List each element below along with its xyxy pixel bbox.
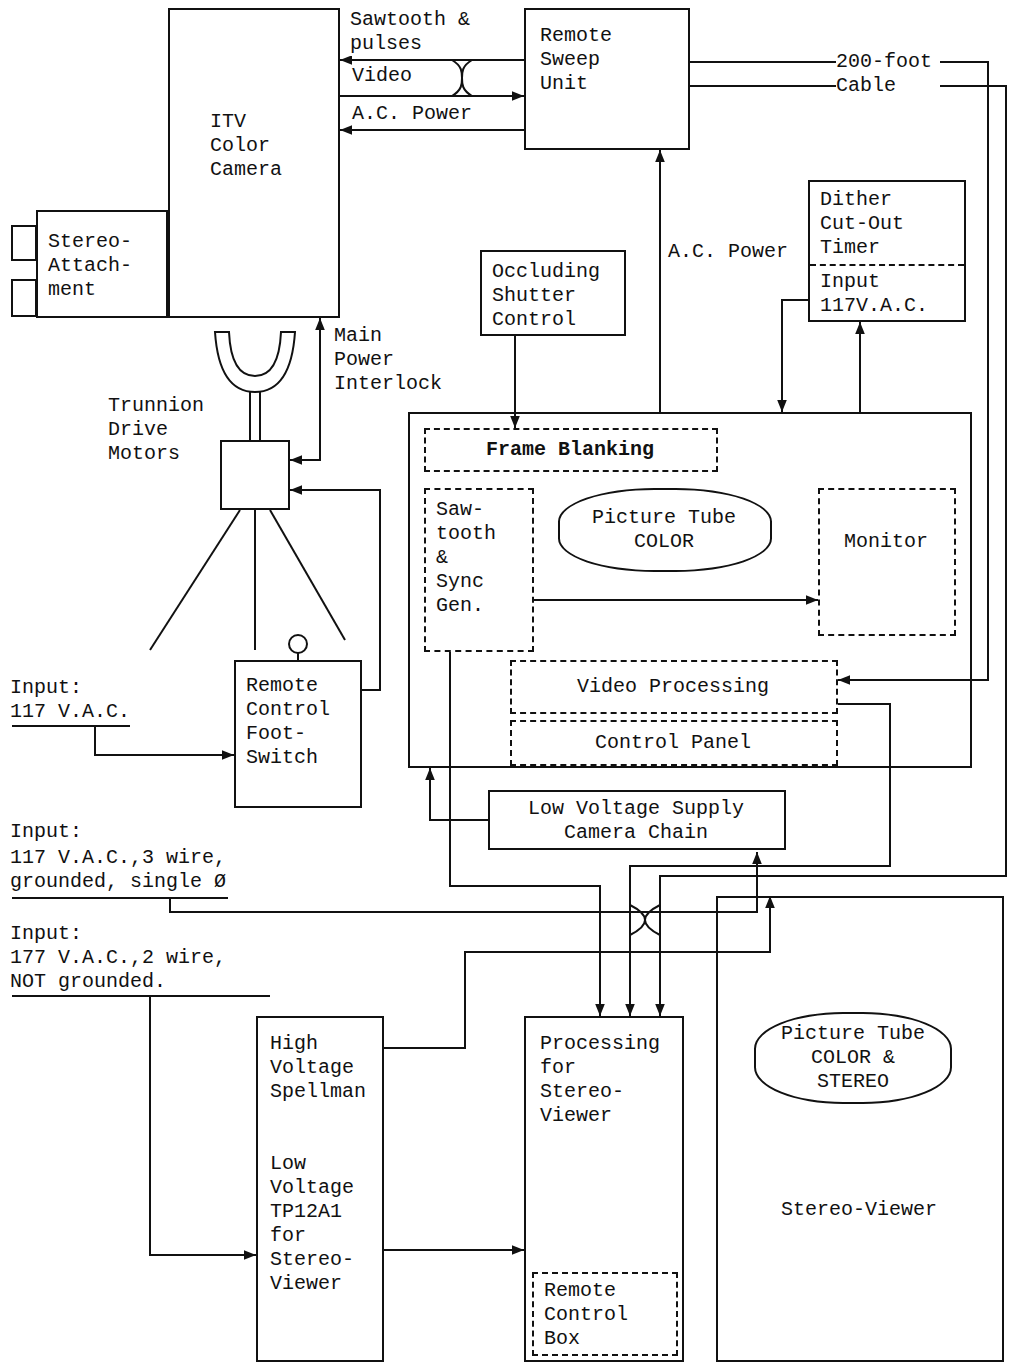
box-label: Remote Control Box [544, 1279, 644, 1351]
box-label: Dither Cut-Out Timer [820, 188, 920, 260]
box-note: Input 117V.A.C. [820, 270, 960, 318]
stereo-viewer-box: Stereo-Viewer Picture Tube COLOR & STEREO [716, 896, 1004, 1362]
line-label: A.C. Power [352, 102, 482, 126]
box-label: Low Voltage Supply Camera Chain [490, 797, 782, 845]
input-label: 177 V.A.C.,2 wire, NOT grounded. [10, 946, 250, 994]
box-label: Picture Tube COLOR [560, 506, 768, 554]
trunnion-box: Trunnion Drive Motors [220, 440, 290, 510]
power-wire [170, 852, 757, 912]
sweep-unit-box: Remote Sweep Unit [524, 8, 690, 150]
signal-line [514, 336, 516, 428]
box-label: Stereo-Viewer [718, 1198, 1000, 1222]
box-label: Occluding Shutter Control [492, 260, 616, 332]
box-label: Monitor [820, 530, 952, 554]
camera-cradle [215, 332, 295, 392]
tripod-leg [270, 510, 345, 640]
power-wire [95, 726, 234, 755]
box-label: ITV Color Camera [210, 110, 300, 182]
box-label: Control Panel [512, 731, 834, 755]
signal-line [384, 1249, 524, 1251]
dashed-section: Frame Blanking [424, 428, 718, 472]
box-label: Saw-tooth & Sync Gen. [436, 498, 506, 618]
stereo-lens [12, 226, 36, 260]
input-label: Input: [10, 676, 110, 700]
line-label: Sawtooth & pulses [350, 8, 480, 56]
picture-tube: Picture Tube COLOR & STEREO [754, 1012, 952, 1104]
dashed-section: Video Processing [510, 660, 838, 714]
box-label: Video Processing [512, 675, 834, 699]
dashed-section: Saw-tooth & Sync Gen. [424, 488, 534, 652]
box-label: Picture Tube COLOR & STEREO [773, 1022, 933, 1094]
signal-line [859, 322, 861, 412]
box-label: Processing for Stereo-Viewer [540, 1032, 670, 1128]
dashed-section: Remote Control Box [532, 1272, 678, 1356]
cradle-stem [249, 392, 251, 440]
signal-line [340, 129, 524, 131]
input-label: 117 V.A.C. [10, 700, 210, 724]
input-label: Input: [10, 922, 110, 946]
line-label: Video [352, 64, 432, 88]
input-underline [12, 995, 270, 997]
signal-line [430, 768, 488, 820]
signal-line [384, 896, 770, 1048]
foot-switch-knob [289, 635, 307, 653]
power-supply-box: High Voltage SpellmanLow Voltage TP12A1 … [256, 1016, 384, 1362]
input-underline [12, 725, 130, 727]
box-label: Trunnion Drive Motors [108, 394, 208, 466]
twisted-pair [645, 905, 660, 935]
box-label: Remote Control Foot-Switch [246, 674, 356, 770]
foot-switch-box: Remote Control Foot-Switch [234, 660, 362, 808]
input-label: 117 V.A.C.,3 wire, grounded, single Ø [10, 846, 250, 894]
box-note: Low Voltage TP12A1 for Stereo-Viewer [270, 1152, 380, 1296]
picture-tube: Picture Tube COLOR [558, 488, 772, 572]
line-label: 200-foot Cable [836, 50, 940, 98]
signal-line [782, 300, 808, 412]
processing-box: Processing for Stereo-ViewerRemote Contr… [524, 1016, 684, 1362]
line-label: Main Power Interlock [334, 324, 448, 396]
power-supply-box: Low Voltage Supply Camera Chain [488, 790, 786, 850]
signal-line [660, 86, 1006, 1016]
shutter-control-box: Occluding Shutter Control [480, 250, 626, 336]
monitor-chassis: Frame BlankingSaw-tooth & Sync Gen. Pictu… [408, 412, 972, 768]
box-label: High Voltage Spellman [270, 1032, 380, 1104]
stereo-attachment-box: Stereo- Attach- ment [36, 210, 168, 318]
signal-line [659, 150, 661, 412]
signal-line [690, 62, 988, 680]
foot-switch-stem [297, 653, 299, 660]
box-label: Remote Sweep Unit [540, 24, 640, 96]
twisted-pair [630, 905, 645, 935]
box-label: Stereo- Attach- ment [48, 230, 148, 302]
line-label: A.C. Power [668, 240, 798, 264]
twisted-pair [452, 60, 472, 96]
signal-line [340, 59, 524, 61]
camera-box: ITV Color Camera [168, 8, 340, 318]
signal-line [290, 318, 320, 460]
cradle-stem [259, 392, 261, 440]
dashed-divider [810, 264, 964, 266]
input-underline [12, 897, 228, 899]
input-label: Input: [10, 820, 110, 844]
tripod-leg [254, 510, 256, 650]
timer-box: Dither Cut-Out TimerInput 117V.A.C. [808, 180, 966, 322]
signal-line [534, 599, 818, 601]
dashed-section: Control Panel [510, 720, 838, 766]
stereo-lens [12, 280, 36, 316]
box-label: Frame Blanking [426, 438, 714, 462]
dashed-section: Monitor [818, 488, 956, 636]
twisted-pair [452, 60, 472, 96]
tripod-leg [150, 510, 240, 650]
signal-line [340, 95, 524, 97]
power-wire [150, 996, 256, 1255]
